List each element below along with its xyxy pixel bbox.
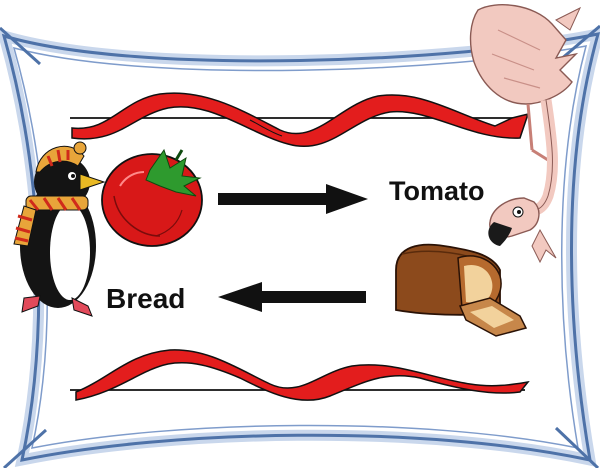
arrow-right-icon — [218, 184, 368, 214]
flamingo-icon — [469, 4, 582, 264]
bread-label: Bread — [106, 283, 186, 314]
tomato-label: Tomato — [389, 176, 485, 206]
arrow-left-icon — [218, 282, 366, 312]
bread-icon — [395, 243, 528, 337]
tomato-icon — [101, 148, 203, 247]
picture-frame — [0, 24, 600, 468]
ribbon-icon — [70, 92, 530, 147]
ribbon-icon — [70, 349, 530, 401]
penguin-icon — [13, 141, 106, 317]
